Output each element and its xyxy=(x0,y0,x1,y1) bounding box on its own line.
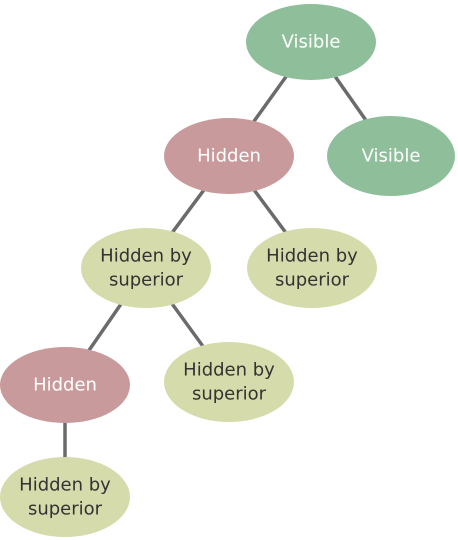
node-hidden-by-superior: Hidden by superior xyxy=(0,457,130,537)
node-label: Hidden by xyxy=(19,475,111,496)
edges-layer xyxy=(63,75,368,459)
node-hidden-by-superior: Hidden by superior xyxy=(247,228,377,308)
node-ellipse xyxy=(247,228,377,308)
node-hidden: Hidden xyxy=(0,347,130,423)
node-hidden: Hidden xyxy=(164,118,294,194)
edge-n2-n5 xyxy=(253,189,287,234)
edge-n4-n6 xyxy=(87,303,123,352)
edge-n1-n2 xyxy=(252,75,288,123)
node-ellipse xyxy=(164,118,294,194)
node-hidden-by-superior: Hidden by superior xyxy=(81,228,211,308)
node-label: superior xyxy=(192,384,267,405)
node-visible: Visible xyxy=(246,4,376,80)
node-visible: Visible xyxy=(327,116,455,196)
edge-n4-n7 xyxy=(170,302,205,348)
node-ellipse xyxy=(327,116,455,196)
node-hidden-by-superior: Hidden by superior xyxy=(164,342,294,422)
node-label: Visible xyxy=(282,32,341,53)
node-ellipse xyxy=(246,4,376,80)
node-label: Hidden xyxy=(33,375,97,396)
node-label: Hidden xyxy=(197,146,261,167)
node-label: Visible xyxy=(362,146,421,167)
node-label: superior xyxy=(109,270,184,291)
edge-n1-n3 xyxy=(333,75,368,122)
node-ellipse xyxy=(0,457,130,537)
node-label: superior xyxy=(275,270,350,291)
node-label: superior xyxy=(28,499,103,520)
node-label: Hidden by xyxy=(183,360,275,381)
node-ellipse xyxy=(164,342,294,422)
edge-n2-n4 xyxy=(171,189,205,234)
node-label: Hidden by xyxy=(100,246,192,267)
node-ellipse xyxy=(0,347,130,423)
node-ellipse xyxy=(81,228,211,308)
node-label: Hidden by xyxy=(266,246,358,267)
